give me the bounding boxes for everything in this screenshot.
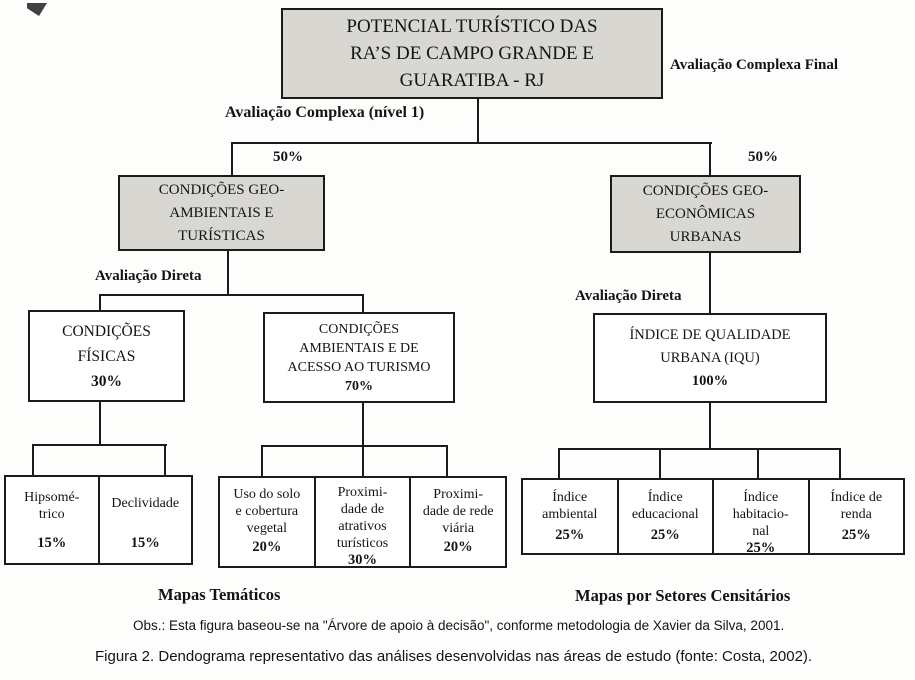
leaf-uso-do-solo-weight: 20% — [252, 539, 282, 556]
connector — [362, 402, 364, 477]
connector — [261, 445, 448, 447]
connector — [99, 401, 101, 446]
leaf-indice-renda-label: Índice de renda — [830, 490, 883, 523]
connector — [99, 294, 101, 311]
leaf-indice-educacional-label: Índice educacional — [631, 490, 699, 523]
leaf-proximidade-rede-viaria: Proximi- dade de rede viária 20% — [409, 478, 505, 566]
connector — [362, 294, 364, 313]
connector — [477, 99, 479, 144]
leaf-declividade: Declividade 15% — [97, 477, 192, 563]
connector — [227, 251, 229, 296]
label-weight-50-left: 50% — [273, 149, 303, 165]
node-iqu-label: ÍNDICE DE QUALIDADE URBANA (IQU) — [629, 326, 791, 366]
connector — [839, 448, 841, 479]
leaf-proximidade-atrativos: Proximi- dade de atrativos turísticos 30… — [313, 478, 410, 568]
connector — [32, 444, 34, 476]
node-potencial-turistico: POTENCIAL TURÍSTICO DAS RA’S DE CAMPO GR… — [281, 8, 663, 99]
connector — [709, 142, 711, 176]
leaf-indice-habitacional-weight: 25% — [746, 540, 776, 557]
leaf-uso-do-solo: Uso do solo e cobertura vegetal 20% — [220, 478, 314, 566]
leaf-proximidade-rede-viaria-weight: 20% — [443, 539, 473, 556]
leaf-indice-educacional: Índice educacional 25% — [616, 480, 713, 553]
leaf-row-ambientais: Uso do solo e cobertura vegetal 20% Prox… — [218, 476, 507, 568]
node-condicoes-fisicas-weight: 30% — [91, 372, 122, 390]
connector — [709, 253, 711, 314]
connector — [446, 445, 448, 477]
connector — [261, 445, 263, 477]
node-condicoes-fisicas: CONDIÇÕES FÍSICAS 30% — [28, 310, 185, 402]
connector — [231, 142, 712, 144]
connector — [164, 444, 166, 476]
leaf-proximidade-atrativos-weight: 30% — [348, 552, 377, 569]
leaf-indice-renda-weight: 25% — [841, 527, 871, 544]
note-obs: Obs.: Esta figura baseou-se na "Árvore d… — [133, 618, 785, 633]
node-condicoes-ambientais-acesso-label: CONDIÇÕES AMBIENTAIS E DE ACESSO AO TURI… — [287, 321, 431, 375]
connector — [32, 444, 167, 446]
label-weight-50-right: 50% — [748, 149, 778, 165]
leaf-row-iqu: Índice ambiental 25% Índice educacional … — [521, 478, 905, 556]
leaf-indice-ambiental: Índice ambiental 25% — [523, 480, 617, 553]
leaf-hipsometrico-label: Hipsomé- trico — [24, 490, 80, 523]
connector — [231, 142, 233, 176]
connector — [99, 294, 364, 296]
leaf-declividade-label: Declividade — [111, 496, 180, 511]
leaf-proximidade-rede-viaria-label: Proximi- dade de rede viária — [422, 487, 494, 537]
leaf-indice-renda: Índice de renda 25% — [807, 480, 904, 553]
label-avaliacao-complexa-nivel1: Avaliação Complexa (nível 1) — [225, 104, 425, 121]
connector — [757, 448, 759, 479]
node-condicoes-geoambientais: CONDIÇÕES GEO- AMBIENTAIS E TURÍSTICAS — [118, 175, 325, 251]
leaf-indice-ambiental-weight: 25% — [555, 527, 585, 544]
label-mapas-setores-censitarios: Mapas por Setores Censitários — [575, 586, 791, 605]
label-avaliacao-complexa-final: Avaliação Complexa Final — [670, 57, 839, 73]
leaf-indice-habitacional: Índice habitacio- nal 25% — [712, 480, 808, 556]
label-mapas-tematicos: Mapas Temáticos — [158, 585, 281, 604]
label-avaliacao-direta-left: Avaliação Direta — [95, 268, 202, 284]
leaf-indice-ambiental-label: Índice ambiental — [542, 490, 598, 523]
leaf-hipsometrico-weight: 15% — [37, 535, 67, 552]
node-condicoes-ambientais-acesso: CONDIÇÕES AMBIENTAIS E DE ACESSO AO TURI… — [263, 312, 455, 403]
leaf-indice-habitacional-label: Índice habitacio- nal — [732, 490, 789, 540]
connector — [558, 448, 560, 479]
leaf-row-fisicas: Hipsomé- trico 15% Declividade 15% — [4, 475, 193, 565]
node-iqu-weight: 100% — [691, 372, 729, 389]
node-condicoes-fisicas-label: CONDIÇÕES FÍSICAS — [62, 322, 151, 365]
label-avaliacao-direta-right: Avaliação Direta — [575, 288, 682, 304]
leaf-hipsometrico: Hipsomé- trico 15% — [6, 477, 98, 563]
scan-artifact-mark — [27, 3, 47, 16]
connector — [558, 448, 841, 450]
node-condicoes-ambientais-acesso-weight: 70% — [345, 378, 373, 394]
connector — [659, 448, 661, 479]
node-iqu: ÍNDICE DE QUALIDADE URBANA (IQU) 100% — [593, 313, 827, 403]
figure-caption: Figura 2. Dendograma representativo das … — [95, 648, 813, 665]
connector — [709, 402, 711, 450]
leaf-uso-do-solo-label: Uso do solo e cobertura vegetal — [233, 487, 301, 537]
leaf-indice-educacional-weight: 25% — [650, 527, 680, 544]
node-condicoes-geoeconomicas: CONDIÇÕES GEO- ECONÔMICAS URBANAS — [610, 175, 801, 253]
leaf-declividade-weight: 15% — [130, 535, 160, 552]
leaf-proximidade-atrativos-label: Proximi- dade de atrativos turísticos — [336, 485, 389, 552]
